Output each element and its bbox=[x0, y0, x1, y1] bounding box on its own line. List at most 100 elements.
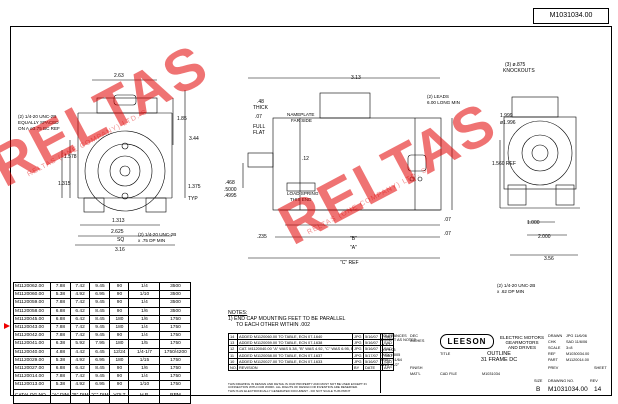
svg-text:THICK: THICK bbox=[253, 105, 269, 111]
conduit-box-side bbox=[319, 92, 371, 119]
table-cell: 4.42 bbox=[69, 347, 91, 357]
table-cell: 1/4 bbox=[128, 298, 161, 308]
table-cell: 6.95 bbox=[89, 290, 111, 300]
revision-cell: SAD bbox=[382, 345, 394, 353]
table-cell: 7.88 bbox=[50, 372, 71, 382]
svg-text:3.16: 3.16 bbox=[115, 247, 125, 253]
table-cell: 1/4 bbox=[128, 281, 161, 292]
revision-cell: REVISION bbox=[237, 363, 353, 372]
table-cell: 1750 bbox=[159, 355, 192, 366]
dim-2-63: 2.63 bbox=[114, 73, 124, 79]
svg-text:x .62 DP MIN: x .62 DP MIN bbox=[497, 289, 524, 294]
table-cell: 6.42 bbox=[69, 306, 91, 316]
table-cell: 7.88 bbox=[50, 331, 71, 341]
table-cell: 3500 bbox=[159, 298, 192, 308]
revision-cell: NO. bbox=[228, 363, 238, 372]
notes: NOTES: 1) END CAP MOUNTING FEET TO BE PA… bbox=[228, 310, 346, 328]
motor-end-circle bbox=[507, 120, 573, 186]
svg-text:(2) LEADS: (2) LEADS bbox=[427, 94, 449, 99]
svg-text:1.375: 1.375 bbox=[188, 184, 201, 190]
svg-text:.07: .07 bbox=[444, 217, 451, 223]
revision-cell: APP bbox=[382, 363, 394, 372]
table-cell: 7.88 bbox=[50, 281, 71, 292]
svg-text:(2) 1/4-20 UNC-2B: (2) 1/4-20 UNC-2B bbox=[497, 283, 535, 288]
table-cell: 1/4 bbox=[128, 372, 161, 382]
leeson-logo: LEESON bbox=[440, 334, 494, 349]
revision-cell: SAD bbox=[382, 332, 394, 341]
svg-text:1.578: 1.578 bbox=[64, 154, 77, 160]
table-cell: 1/6 bbox=[128, 306, 161, 316]
table-cell: 180 bbox=[109, 323, 130, 333]
table-cell: 1750 bbox=[159, 339, 192, 349]
svg-text:1.999: 1.999 bbox=[500, 113, 513, 119]
svg-text:FULL: FULL bbox=[253, 124, 265, 130]
dim-48: .48 bbox=[257, 99, 264, 105]
svg-text:"C" REF: "C" REF bbox=[340, 260, 359, 266]
top-drawing-number: M1031034.00 bbox=[533, 8, 609, 24]
table-cell: M1120027.00 bbox=[13, 364, 51, 374]
table-cell: 1/10 bbox=[128, 380, 161, 390]
svg-text:(2) 1/4-20 UNC-2B: (2) 1/4-20 UNC-2B bbox=[138, 232, 176, 237]
svg-text:SQ: SQ bbox=[117, 237, 124, 243]
table-header-cell: "A" DIM bbox=[50, 388, 71, 404]
table-cell: 5.38 bbox=[50, 355, 71, 366]
table-cell: M1120029.00 bbox=[13, 355, 51, 366]
table-cell: M1120062.00 bbox=[13, 281, 51, 292]
size-value: B bbox=[536, 386, 541, 393]
table-cell: M1120013.00 bbox=[13, 380, 51, 390]
table-cell: 4.92 bbox=[69, 290, 91, 300]
table-header-cell: "B" DIM bbox=[69, 388, 91, 404]
svg-text:NAMEPLATE: NAMEPLATE bbox=[287, 112, 314, 117]
svg-text:ON A ø3.75 BC REF: ON A ø3.75 BC REF bbox=[18, 126, 60, 131]
table-cell: 3500 bbox=[159, 290, 192, 300]
svg-text:FAR SIDE: FAR SIDE bbox=[291, 118, 312, 123]
table-cell: 1/5 bbox=[128, 339, 161, 349]
table-cell: 1/4 bbox=[128, 323, 161, 333]
svg-text:.07: .07 bbox=[444, 231, 451, 237]
table-cell: 1/6 bbox=[128, 314, 161, 325]
svg-text:"A": "A" bbox=[350, 245, 357, 251]
table-header-cell: VOLT bbox=[109, 388, 130, 404]
row-marker-arrow bbox=[4, 323, 10, 329]
table-cell: 12/24 bbox=[109, 347, 130, 357]
table-cell: 180 bbox=[109, 355, 130, 366]
table-cell: 7.42 bbox=[69, 372, 91, 382]
table-cell: 9.45 bbox=[89, 281, 111, 292]
table-header-cell: H.P. bbox=[128, 388, 161, 404]
svg-text:.4995: .4995 bbox=[224, 193, 237, 199]
revision-number: 14 bbox=[594, 386, 602, 393]
svg-text:1.315: 1.315 bbox=[58, 181, 71, 187]
table-cell: 7.42 bbox=[69, 323, 91, 333]
table-cell: M1120042.00 bbox=[13, 331, 51, 341]
svg-text:.468: .468 bbox=[225, 180, 235, 186]
table-cell: 1/15 bbox=[128, 355, 161, 366]
table-cell: 90 bbox=[109, 281, 130, 292]
table-cell: 7.95 bbox=[89, 339, 111, 349]
table-cell: 90 bbox=[109, 298, 130, 308]
table-cell: 1750 bbox=[159, 364, 192, 374]
table-cell: 6.38 bbox=[50, 339, 71, 349]
svg-text:FLAT: FLAT bbox=[253, 130, 265, 136]
table-cell: 90 bbox=[109, 306, 130, 316]
svg-text:1.000: 1.000 bbox=[527, 220, 540, 226]
table-cell: 1/4 bbox=[128, 331, 161, 341]
table-cell: 9.45 bbox=[89, 323, 111, 333]
table-cell: 90 bbox=[109, 331, 130, 341]
table-cell: 1750/4200 bbox=[159, 347, 192, 357]
table-cell: M1120045.00 bbox=[13, 314, 51, 325]
svg-text:EQUALLY SPACED: EQUALLY SPACED bbox=[18, 120, 59, 125]
company-name: ELECTRIC MOTORS GEARMOTORS AND DRIVES bbox=[499, 335, 545, 351]
svg-text:(2) 1/4-20 UNC-2B: (2) 1/4-20 UNC-2B bbox=[18, 114, 56, 119]
